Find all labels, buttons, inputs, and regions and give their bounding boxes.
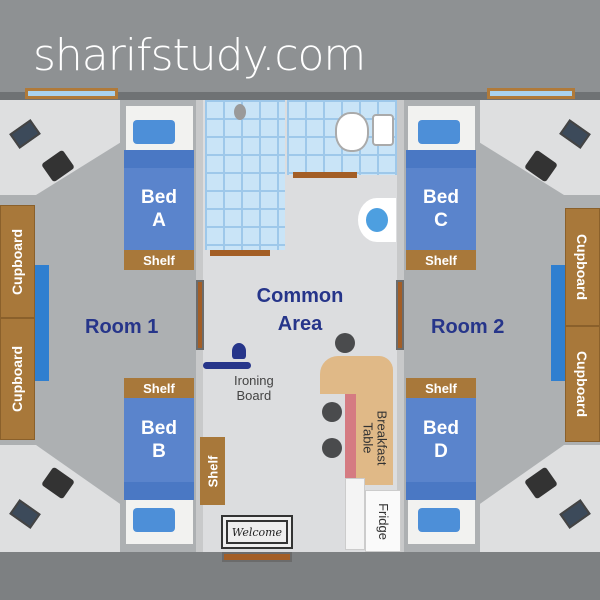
cupboard: Cupboard	[0, 205, 35, 318]
room-2-label: Room 2	[431, 316, 505, 338]
bed-label: Bed	[141, 418, 177, 439]
room-1-label: Room 1	[85, 316, 159, 338]
shower	[205, 100, 285, 250]
sink-basin	[366, 208, 388, 232]
door-room-2[interactable]	[396, 280, 404, 350]
cupboard: Cupboard	[565, 208, 600, 326]
bed-label: Bed	[423, 418, 459, 439]
pillow	[133, 120, 175, 144]
cupboard: Cupboard	[0, 318, 35, 440]
window	[487, 88, 575, 99]
pillow	[418, 508, 460, 532]
toilet-door	[293, 172, 357, 178]
shelf: Shelf	[406, 250, 476, 270]
watermark: sharifstudy.com	[33, 30, 366, 81]
breakfast-table	[320, 356, 393, 394]
bathroom-door	[210, 250, 270, 256]
bed-label: D	[434, 441, 448, 462]
welcome-mat: Welcome	[221, 515, 293, 549]
bed-label: A	[152, 210, 166, 231]
pillow	[133, 508, 175, 532]
iron-icon	[232, 343, 246, 359]
shelf: Shelf	[200, 437, 225, 505]
cupboard: Cupboard	[565, 326, 600, 442]
stool	[322, 402, 342, 422]
stool	[322, 438, 342, 458]
pillow	[418, 120, 460, 144]
shelf: Shelf	[124, 378, 194, 398]
bottom-wall	[0, 552, 600, 600]
bed-label: Bed	[141, 187, 177, 208]
shower-head-icon	[234, 104, 246, 120]
shelf: Shelf	[406, 378, 476, 398]
main-door[interactable]	[222, 552, 292, 562]
toilet-tank	[372, 114, 394, 146]
fridge: Fridge	[365, 490, 401, 552]
toilet-icon	[335, 112, 369, 152]
door-room-1[interactable]	[196, 280, 204, 350]
bed-label: Bed	[423, 187, 459, 208]
top-wall	[0, 92, 600, 102]
bed-label: C	[434, 210, 448, 231]
shelf: Shelf	[124, 250, 194, 270]
ironing-board-icon	[203, 362, 251, 369]
fridge-side	[345, 478, 365, 550]
mirror	[551, 265, 565, 381]
mirror	[35, 265, 49, 381]
bed-label: B	[152, 441, 166, 462]
welcome-mat-label: Welcome	[226, 520, 288, 544]
window	[25, 88, 118, 99]
breakfast-table	[356, 390, 393, 485]
stool	[335, 333, 355, 353]
bench	[345, 393, 357, 478]
